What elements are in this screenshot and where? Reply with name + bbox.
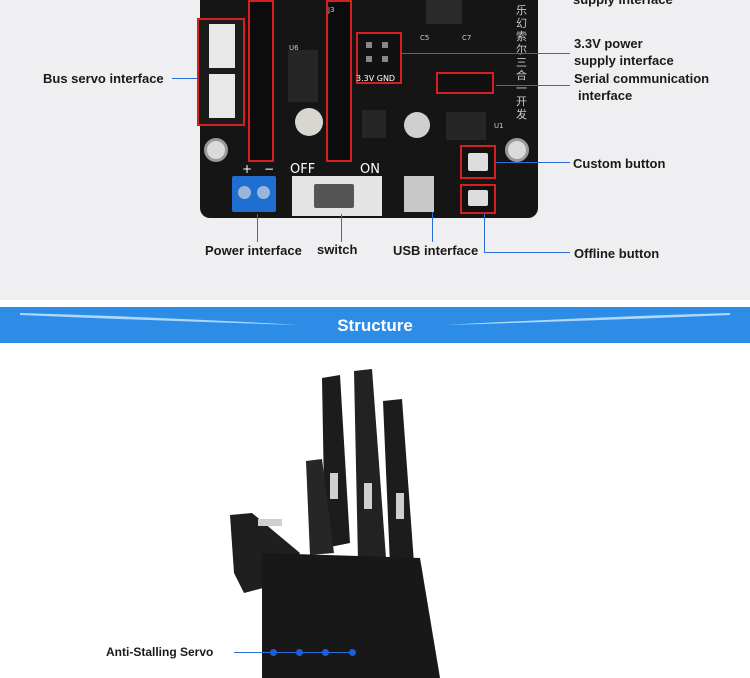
gnd33-label: 3.3V GND [356,74,396,83]
callout-line [172,78,198,79]
mounting-hole [505,138,529,162]
offline-button-box [460,184,496,214]
mounting-hole [204,138,228,162]
callout-line [341,214,342,242]
capacitor [404,112,430,138]
capacitor [295,108,323,136]
callout-line [484,252,570,253]
pin-header-left [248,0,274,162]
anti-stalling-servo-label: Anti-Stalling Servo [106,645,214,659]
servo-marker [296,649,303,656]
offline-button-label: Offline button [574,246,660,261]
minus-label: − [264,162,275,176]
power-switch [292,176,382,216]
chip-u6 [288,50,318,102]
supply-interface-partial-label: supply interface [573,0,673,8]
regulator [426,0,462,24]
callout-line [402,53,570,54]
servo-callout-line [234,652,356,653]
banner-swoosh [20,313,730,325]
u6-label: U6 [289,44,299,52]
j3-label: J3 [328,6,335,14]
custom-button-box [460,145,496,179]
on-label: ON [360,162,380,177]
usb-interface-label: USB interface [393,243,479,258]
chip [362,110,386,138]
serial-label-2: interface [578,88,633,103]
switch-label: switch [317,242,358,257]
plus-label: + [242,162,253,176]
servo-marker [349,649,356,656]
power-33v-label-1: 3.3V power [574,36,643,51]
bus-servo-label: Bus servo interface [43,71,164,86]
callout-line [496,85,570,86]
power-terminal [232,176,276,212]
bus-servo-box [197,18,245,126]
header-33v-box [356,32,402,84]
serial-header-box [436,72,494,94]
u1-label: U1 [494,122,504,130]
c5-label: C5 [420,34,430,42]
power-33v-label-2: supply interface [574,53,674,68]
serial-label-1: Serial communication [574,71,710,86]
c7-label: C7 [462,34,472,42]
callout-line [484,214,485,252]
board-side-text: 乐幻索尔三合一开发 [516,4,527,121]
callout-line [257,214,258,242]
usb-port [404,176,434,212]
callout-line [432,212,433,242]
pin-header-right [326,0,352,162]
section-banner [0,307,750,343]
robotic-hand-illustration [230,369,440,678]
servo-marker [270,649,277,656]
off-label: OFF [290,162,316,177]
callout-line [496,162,570,163]
chip-u1 [446,112,486,140]
servo-marker [322,649,329,656]
power-interface-label: Power interface [205,243,302,258]
section-title: Structure [337,316,413,335]
custom-button-label: Custom button [573,156,666,171]
controller-board: U6 J3 乐幻索尔三合一开发 C5 C7 3.3V GND U1 + − OF… [200,0,538,218]
